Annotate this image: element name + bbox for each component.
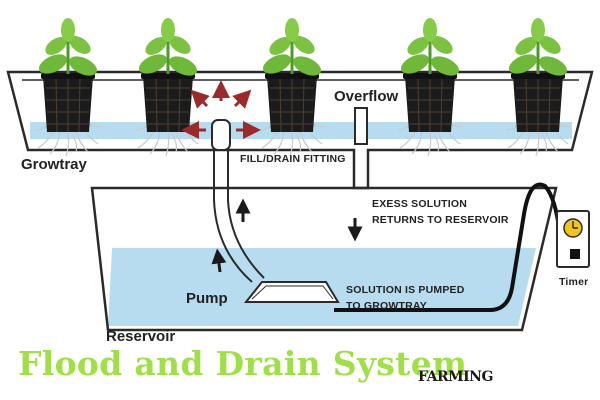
growtray-label: Growtray xyxy=(21,156,87,173)
overflow-pipe xyxy=(354,107,368,145)
excess-solution-line1: EXESS SOLUTION xyxy=(372,198,467,210)
excess-solution-label: EXESS SOLUTION RETURNS TO RESERVOIR xyxy=(372,196,509,228)
page-title: Flood and Drain System xyxy=(18,344,468,383)
brand-text: FARMING xyxy=(418,369,493,385)
fill-drain-pipe xyxy=(211,119,265,283)
reservoir-label: Reservoir xyxy=(106,328,176,345)
clock-icon xyxy=(563,218,583,238)
excess-solution-line2: RETURNS TO RESERVOIR xyxy=(372,214,509,226)
power-cable xyxy=(334,182,562,312)
solution-pumped-label: SOLUTION IS PUMPED TO GROWTRAY xyxy=(346,282,465,314)
spray-arrows xyxy=(181,80,261,139)
timer-label: Timer xyxy=(559,276,589,288)
fill-drain-fitting-label: FILL/DRAIN FITTING xyxy=(240,153,346,165)
timer xyxy=(556,210,590,268)
solution-pumped-line1: SOLUTION IS PUMPED xyxy=(346,284,465,296)
flow-arrows xyxy=(211,198,363,273)
pump xyxy=(243,281,340,303)
plug-icon xyxy=(570,249,580,259)
solution-pumped-line2: TO GROWTRAY xyxy=(346,300,427,312)
overflow-label: Overflow xyxy=(334,88,399,105)
pump-label: Pump xyxy=(186,290,228,307)
